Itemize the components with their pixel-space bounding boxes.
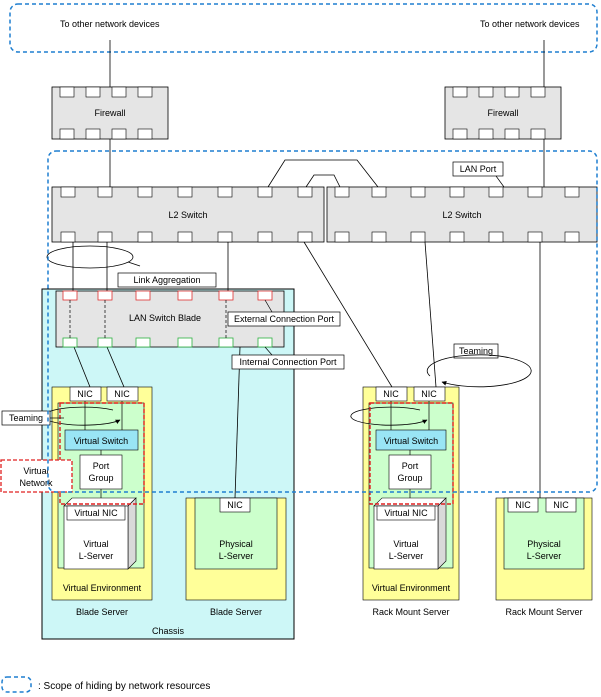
blade-port-group-line2: Group [88, 473, 113, 483]
blade-virtual-switch-label: Virtual Switch [74, 436, 128, 446]
legend-swatch [1, 676, 32, 693]
blade-virtual-lserver-line1: Virtual [83, 539, 108, 549]
virtual-network-box-blade [59, 402, 145, 505]
link-aggregation-callout: Link Aggregation [117, 261, 217, 288]
rack-server-1-label: Rack Mount Server [372, 607, 449, 617]
legend-label: : Scope of hiding by network resources [38, 681, 210, 692]
connection-lines [72, 40, 545, 500]
link-aggregation-ellipse [46, 245, 134, 269]
blade-port-group-line1: Port [93, 461, 110, 471]
teaming-left-label: Teaming [9, 413, 43, 423]
blade-server-physical: NIC Physical L-Server [185, 497, 287, 601]
lan-port-label: LAN Port [460, 164, 497, 174]
rack-virtual-environment-label: Virtual Environment [372, 583, 451, 593]
main-scope-box [47, 150, 598, 493]
firewall-right: Firewall [444, 86, 562, 140]
rack-nic-1-label: NIC [383, 389, 399, 399]
l2-switch-left-label: L2 Switch [168, 210, 207, 220]
l2-switch-right-label: L2 Switch [442, 210, 481, 220]
rack-port-group-line1: Port [402, 461, 419, 471]
rack-physical-lserver-line1: Physical [527, 539, 561, 549]
rack-port-group-line2: Group [397, 473, 422, 483]
blade-physical-lserver-line1: Physical [219, 539, 253, 549]
virtual-network-label-line1: Virtual [23, 466, 48, 476]
blade-physical-nic-label: NIC [227, 500, 243, 510]
teaming-right-arrow [426, 354, 532, 388]
rack-server-virtual: NIC NIC Virtual Switch Port Group Virtua… [350, 386, 460, 601]
rack-physical-nic-1-label: NIC [515, 500, 531, 510]
blade-nic-1-label: NIC [77, 389, 93, 399]
rack-virtual-switch-label: Virtual Switch [384, 436, 438, 446]
firewall-right-label: Firewall [487, 108, 518, 118]
rack-virtual-lserver-line2: L-Server [389, 551, 424, 561]
teaming-right-callout: Teaming [453, 343, 499, 359]
blade-server-2-label: Blade Server [210, 607, 262, 617]
teaming-left-callout: Teaming [1, 410, 64, 426]
virtual-network-label-line2: Network [19, 478, 53, 488]
lan-switch-blade-label: LAN Switch Blade [129, 313, 201, 323]
virtual-network-callout: Virtual Network [0, 459, 73, 493]
rack-server-physical: NIC NIC Physical L-Server [495, 497, 593, 601]
blade-virtual-environment-label: Virtual Environment [63, 583, 142, 593]
l2-switch-right: L2 Switch [326, 186, 598, 243]
blade-virtual-lserver-line2: L-Server [79, 551, 114, 561]
blade-server-virtual: NIC NIC Virtual Switch Port Group Virtua… [43, 386, 153, 601]
rack-virtual-lserver-line1: Virtual [393, 539, 418, 549]
firewall-left-label: Firewall [94, 108, 125, 118]
link-aggregation-label: Link Aggregation [133, 275, 200, 285]
chassis-label: Chassis [152, 626, 185, 636]
rack-nic-2-label: NIC [421, 389, 437, 399]
virtual-network-box-rack [369, 402, 454, 505]
internal-port-callout: Internal Connection Port [231, 346, 345, 370]
l2-switch-left: L2 Switch [51, 186, 325, 243]
rack-physical-lserver-line2: L-Server [527, 551, 562, 561]
rack-virtual-nic-label: Virtual NIC [384, 508, 428, 518]
blade-nic-2-label: NIC [114, 389, 130, 399]
blade-server-1-label: Blade Server [76, 607, 128, 617]
top-scope-box [9, 3, 598, 53]
top-scope-left-label: To other network devices [60, 19, 160, 29]
rack-physical-nic-2-label: NIC [553, 500, 569, 510]
firewall-left: Firewall [51, 86, 169, 140]
blade-physical-lserver-line2: L-Server [219, 551, 254, 561]
rack-server-2-label: Rack Mount Server [505, 607, 582, 617]
internal-connection-port-label: Internal Connection Port [239, 357, 337, 367]
lan-port-callout: LAN Port [452, 161, 505, 188]
external-port-callout: External Connection Port [227, 299, 341, 327]
teaming-right-label: Teaming [459, 346, 493, 356]
blade-virtual-nic-label: Virtual NIC [74, 508, 118, 518]
top-scope-right-label: To other network devices [480, 19, 580, 29]
external-connection-port-label: External Connection Port [234, 314, 335, 324]
